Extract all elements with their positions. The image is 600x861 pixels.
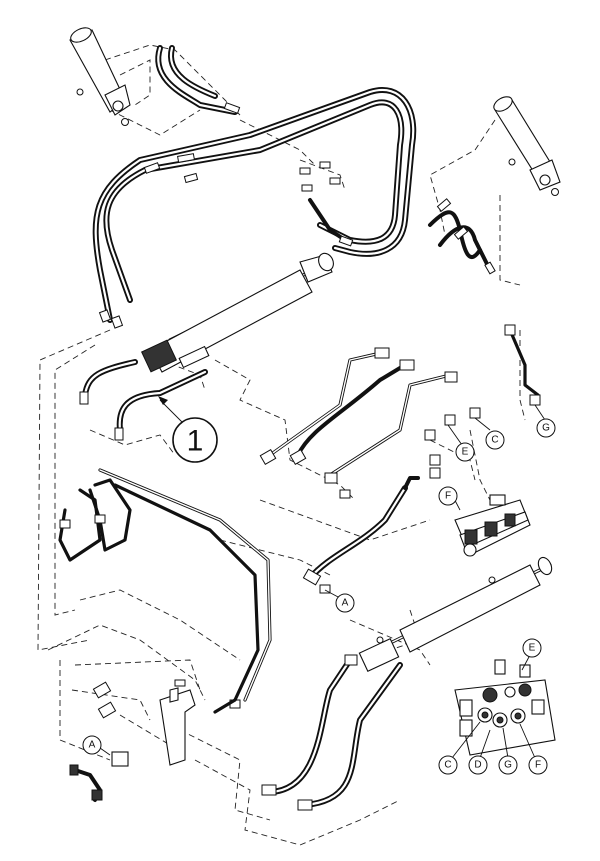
upper-fittings-column	[424, 404, 546, 466]
callout-C-valve: C	[438, 755, 458, 775]
callout-F-upper-label: F	[445, 491, 451, 502]
callout-G-upper: G	[536, 418, 556, 438]
lower-lift-cylinder	[358, 556, 553, 672]
callout-F-valve-label: F	[535, 760, 541, 771]
callout-C-upper: C	[485, 430, 505, 450]
upper-right-cylinder	[493, 96, 561, 196]
callout-F-upper: F	[438, 486, 458, 506]
callout-G-upper-label: G	[542, 423, 550, 434]
upper-left-hose	[155, 45, 238, 115]
callout-A-lower-hose-label: A	[342, 598, 349, 609]
callout-F-valve: F	[528, 755, 548, 775]
callout-E-valve: E	[522, 638, 542, 658]
callout-E-valve-label: E	[529, 643, 536, 654]
top-fittings	[98, 102, 496, 329]
middle-lift-cylinder	[140, 252, 334, 373]
lower-left-brackets	[69, 679, 237, 802]
callout-D-valve: D	[468, 755, 488, 775]
callout-A-bottom-left-label: A	[89, 740, 96, 751]
item-1-callout: 1	[172, 417, 218, 463]
valve-detail	[451, 654, 556, 759]
callout-A-lower-hose: A	[335, 593, 355, 613]
item-1-leader	[158, 396, 186, 426]
callout-G-valve: G	[498, 755, 518, 775]
valve-tubes	[259, 324, 541, 499]
top-loop-hose	[92, 87, 417, 323]
callout-A-bottom-left: A	[82, 735, 102, 755]
callout-G-valve-label: G	[504, 760, 512, 771]
callout-C-upper-label: C	[491, 435, 498, 446]
lower-valve-hose	[302, 467, 441, 599]
left-frame-tubes	[58, 468, 272, 709]
callout-E-upper: E	[455, 442, 475, 462]
callout-E-upper-label: E	[462, 447, 469, 458]
control-valve-upper	[447, 486, 531, 557]
item-1-hoses	[79, 359, 208, 441]
callout-C-valve-label: C	[444, 760, 451, 771]
lower-long-hose	[261, 654, 403, 811]
upper-left-cylinder	[69, 27, 131, 126]
item-1-callout-label: 1	[187, 425, 204, 458]
callout-D-valve-label: D	[474, 760, 481, 771]
